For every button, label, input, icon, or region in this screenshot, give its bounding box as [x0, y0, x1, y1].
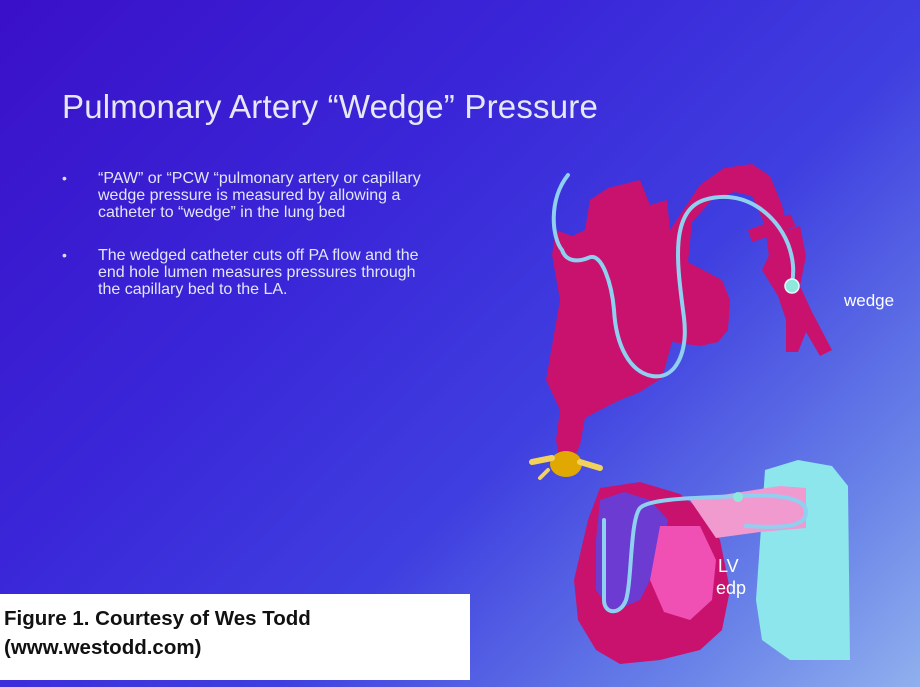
label-wedge: wedge — [843, 291, 894, 310]
caption-credit: Courtesy of Wes Todd — [89, 607, 310, 630]
figure-caption: Figure 1. Courtesy of Wes Todd (www.west… — [0, 594, 470, 680]
label-edp: edp — [716, 578, 746, 598]
wedge-balloon — [785, 279, 799, 293]
lower-balloon — [733, 492, 743, 502]
figure-label: Figure 1. — [4, 607, 89, 630]
caption-url: (www.westodd.com) — [4, 636, 201, 660]
connector-balloon — [532, 451, 600, 478]
caption-line-1: Figure 1. Courtesy of Wes Todd — [4, 607, 311, 631]
label-lv: LV — [718, 556, 739, 576]
